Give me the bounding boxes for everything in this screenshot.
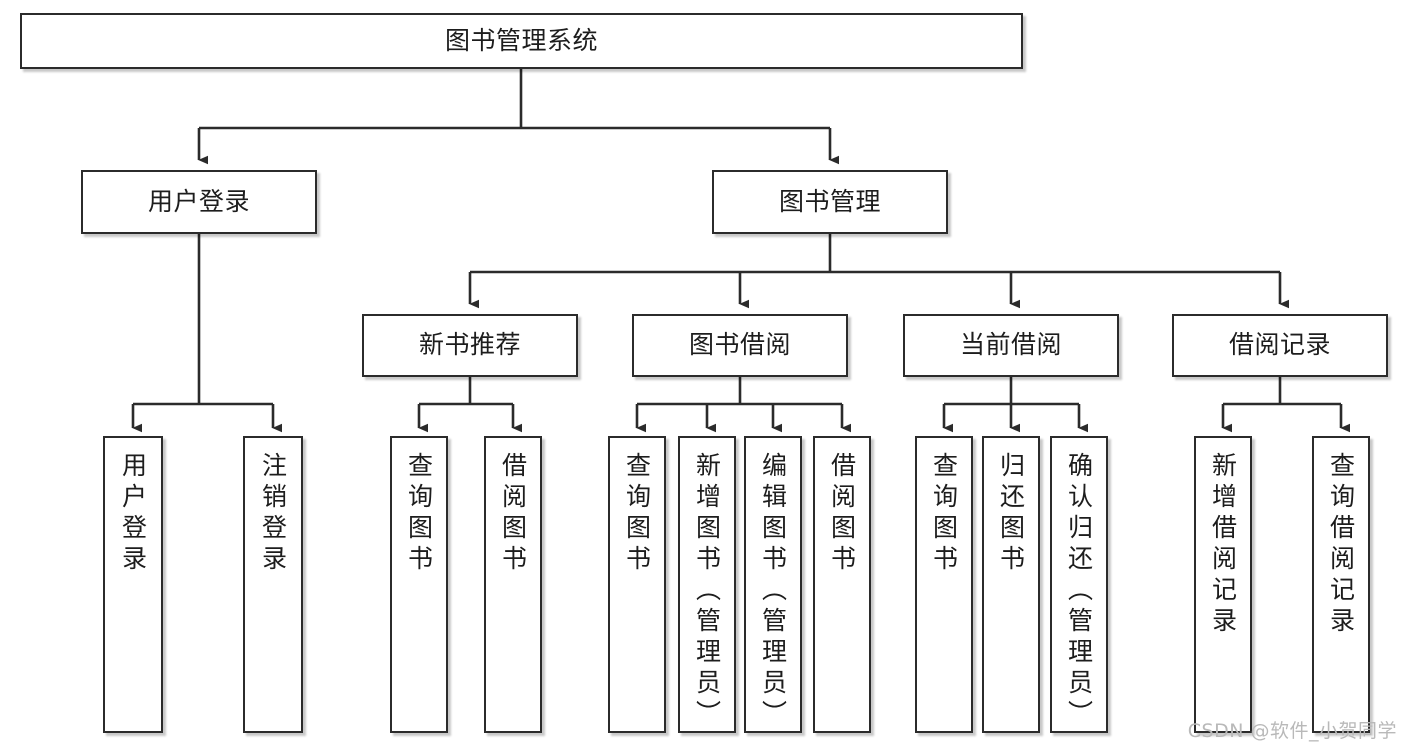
leaf-book-borrow-add[interactable]: 新增图书（管理员）	[678, 436, 736, 733]
node-label: 用户登录	[147, 186, 250, 216]
node-label: 图书管理	[778, 186, 881, 216]
node-label: 新增借阅记录	[1208, 452, 1238, 638]
node-label: 图书管理系统	[444, 25, 598, 55]
leaf-user-login-login[interactable]: 用户登录	[103, 436, 163, 733]
leaf-borrow-record-query[interactable]: 查询借阅记录	[1312, 436, 1370, 733]
watermark-text: CSDN @软件_小贺同学	[1187, 720, 1397, 742]
node-new-book-recommend[interactable]: 新书推荐	[362, 314, 578, 377]
node-label: 注销登录	[258, 452, 288, 576]
node-current-borrow[interactable]: 当前借阅	[903, 314, 1119, 377]
node-label: 查询图书	[404, 452, 434, 576]
leaf-new-book-query[interactable]: 查询图书	[390, 436, 448, 733]
node-book-management[interactable]: 图书管理	[712, 170, 948, 234]
node-label: 借阅记录	[1228, 330, 1331, 360]
node-label: 归还图书	[996, 452, 1026, 576]
node-label: 查询图书	[622, 452, 652, 576]
node-book-borrow[interactable]: 图书借阅	[632, 314, 848, 377]
node-label: 借阅图书	[498, 452, 528, 576]
node-label: 借阅图书	[827, 452, 857, 576]
node-label: 查询借阅记录	[1326, 452, 1356, 638]
node-label: 图书借阅	[688, 330, 791, 360]
leaf-book-borrow-query[interactable]: 查询图书	[608, 436, 666, 733]
node-label: 新增图书（管理员）	[692, 452, 722, 731]
node-root-book-management-system[interactable]: 图书管理系统	[20, 13, 1023, 69]
node-label: 编辑图书（管理员）	[758, 452, 788, 731]
node-label: 用户登录	[118, 452, 148, 576]
leaf-book-borrow-edit[interactable]: 编辑图书（管理员）	[744, 436, 802, 733]
leaf-current-borrow-query[interactable]: 查询图书	[915, 436, 973, 733]
leaf-current-borrow-return[interactable]: 归还图书	[982, 436, 1040, 733]
leaf-book-borrow-borrow[interactable]: 借阅图书	[813, 436, 871, 733]
leaf-current-borrow-confirm-return[interactable]: 确认归还（管理员）	[1050, 436, 1108, 733]
leaf-new-book-borrow[interactable]: 借阅图书	[484, 436, 542, 733]
node-label: 确认归还（管理员）	[1064, 452, 1094, 731]
node-label: 当前借阅	[959, 330, 1062, 360]
node-borrow-record[interactable]: 借阅记录	[1172, 314, 1388, 377]
node-user-login[interactable]: 用户登录	[81, 170, 317, 234]
node-label: 新书推荐	[418, 330, 521, 360]
node-label: 查询图书	[929, 452, 959, 576]
leaf-user-login-logout[interactable]: 注销登录	[243, 436, 303, 733]
leaf-borrow-record-add[interactable]: 新增借阅记录	[1194, 436, 1252, 733]
